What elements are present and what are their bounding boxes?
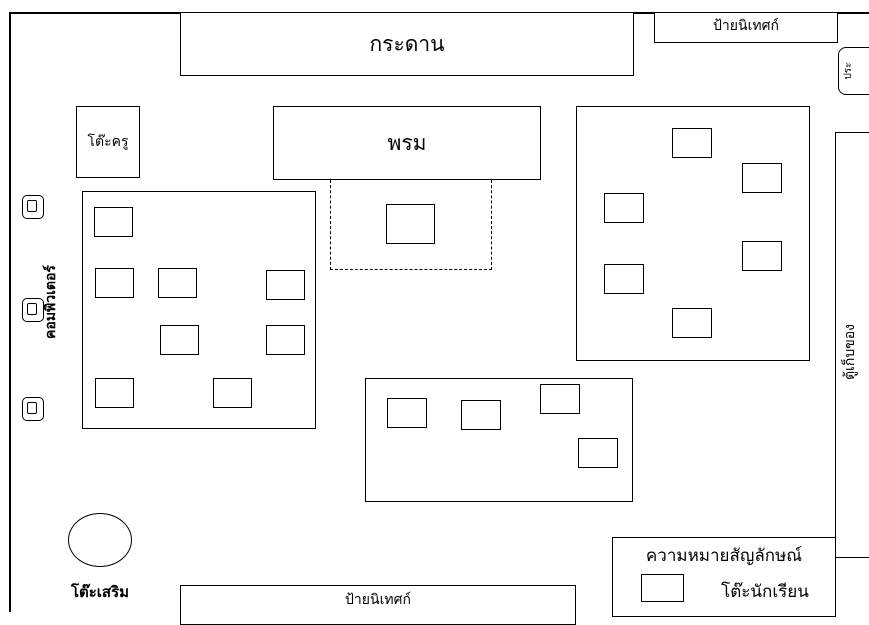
notice-board-top	[654, 12, 838, 43]
extra-table-label: โต๊ะเสริม	[70, 583, 130, 601]
student-desk	[461, 400, 501, 430]
student-desk	[387, 398, 427, 428]
student-desk	[672, 128, 712, 158]
student-desk	[540, 384, 580, 414]
student-desk	[604, 193, 644, 223]
legend-desk-symbol	[641, 574, 684, 602]
student-desk	[578, 438, 618, 468]
student-desk	[213, 378, 252, 408]
legend-title: ความหมายสัญลักษณ์	[645, 545, 803, 566]
notice-board-bottom-label: ป้ายนิเทศก์	[345, 592, 411, 608]
door	[838, 47, 869, 95]
carpet-label: พรม	[387, 130, 427, 155]
storage-cabinet-label: ตู้เก็บของ	[842, 323, 858, 381]
extra-table	[68, 513, 132, 567]
student-desk	[604, 264, 644, 294]
board	[180, 12, 634, 76]
computer-label: คอมพิวเตอร์	[43, 265, 59, 339]
computer-icon	[22, 298, 44, 322]
student-desk	[95, 378, 134, 408]
storage-cabinet	[835, 132, 869, 558]
teacher-desk	[76, 106, 140, 178]
dashed-area	[330, 180, 492, 270]
door-label: ประ	[842, 62, 854, 80]
board-label: กระดาน	[369, 31, 445, 56]
student-desk	[266, 325, 305, 355]
student-desk	[158, 268, 197, 298]
student-desk	[742, 241, 782, 271]
student-desk	[94, 207, 133, 237]
computer-icon	[22, 195, 44, 219]
student-desk	[266, 270, 305, 300]
notice-board-top-label: ป้ายนิเทศก์	[713, 18, 779, 34]
student-desk	[386, 204, 435, 244]
student-desk	[742, 163, 782, 193]
student-desk	[95, 268, 134, 298]
computer-icon	[22, 397, 44, 421]
classroom-floor-plan: กระดาน ป้ายนิเทศก์ ประ โต๊ะครู พรม คอมพิ…	[9, 12, 869, 625]
student-desk	[160, 325, 199, 355]
teacher-desk-label: โต๊ะครู	[87, 134, 129, 150]
left-wall	[9, 12, 11, 612]
legend-desk-label: โต๊ะนักเรียน	[721, 581, 809, 602]
student-desk	[672, 308, 712, 338]
carpet	[273, 106, 541, 180]
